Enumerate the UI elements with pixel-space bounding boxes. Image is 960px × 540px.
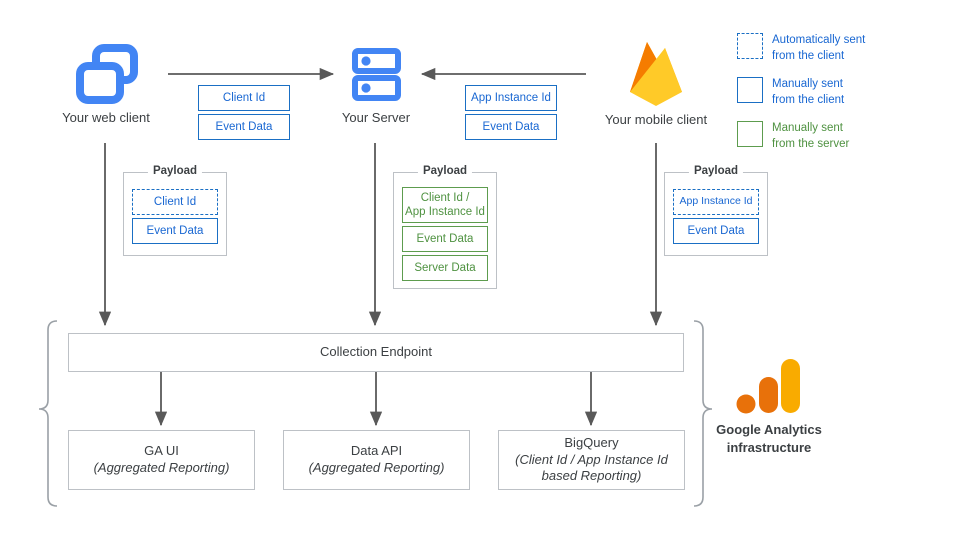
payload-web-client: Payload Client Id Event Data <box>123 165 227 256</box>
legend-swatch-solid-green <box>737 121 763 148</box>
browser-windows-icon <box>76 44 138 104</box>
legend-item-automatic-client: Automatically sent from the client <box>737 33 937 64</box>
legend-swatch-dashed-blue <box>737 33 763 59</box>
payload-item-client-or-app-instance-id: Client Id / App Instance Id <box>402 187 488 223</box>
collection-endpoint-box: Collection Endpoint <box>68 333 684 372</box>
legend-item-label: Automatically sent from the client <box>772 34 866 62</box>
output-subtitle: (Aggregated Reporting) <box>93 460 230 475</box>
legend-item-manual-client: Manually sent from the client <box>737 77 937 108</box>
collection-endpoint-label: Collection Endpoint <box>319 344 433 360</box>
legend: Automatically sent from the client Manua… <box>737 33 937 152</box>
mobile-to-server-tags: App Instance Id Event Data <box>465 85 557 140</box>
mobile-client-label: Your mobile client <box>604 112 708 127</box>
payload-item-event-data: Event Data <box>402 226 488 252</box>
output-box-ga-ui: GA UI (Aggregated Reporting) <box>68 430 255 490</box>
payload-item-app-instance-id: App Instance Id <box>673 189 759 215</box>
web-client-node: Your web client <box>60 38 152 125</box>
payload-title: Payload <box>147 165 203 177</box>
payload-item-server-data: Server Data <box>402 255 488 281</box>
output-subtitle: (Aggregated Reporting) <box>308 460 445 475</box>
google-analytics-logo-icon <box>736 359 800 414</box>
output-title: BigQuery <box>564 434 619 450</box>
infrastructure-brace-left <box>38 320 58 507</box>
server-racks-icon <box>352 48 401 101</box>
payload-title: Payload <box>688 165 744 177</box>
payload-item-client-id: Client Id <box>132 189 218 215</box>
output-subtitle: (Client Id / App Instance Id based Repor… <box>515 451 668 484</box>
output-box-bigquery: BigQuery (Client Id / App Instance Id ba… <box>498 430 685 490</box>
google-analytics-caption: Google Analytics infrastructure <box>716 422 822 455</box>
server-label: Your Server <box>341 110 411 125</box>
tag-event-data: Event Data <box>198 114 290 140</box>
payload-item-event-data: Event Data <box>673 218 759 244</box>
output-box-data-api: Data API (Aggregated Reporting) <box>283 430 470 490</box>
legend-item-label: Manually sent from the client <box>772 78 845 106</box>
infrastructure-brace-right <box>693 320 713 507</box>
payload-title: Payload <box>417 165 473 177</box>
web-client-label: Your web client <box>62 110 150 125</box>
tag-app-instance-id: App Instance Id <box>465 85 557 111</box>
mobile-client-node: Your mobile client <box>592 34 720 127</box>
output-title: GA UI <box>144 443 179 459</box>
payload-server: Payload Client Id / App Instance Id Even… <box>393 165 497 289</box>
tag-client-id: Client Id <box>198 85 290 111</box>
legend-item-label: Manually sent from the server <box>772 122 850 150</box>
payload-item-event-data: Event Data <box>132 218 218 244</box>
server-node: Your Server <box>330 38 422 125</box>
firebase-flame-icon <box>630 42 682 106</box>
tag-event-data: Event Data <box>465 114 557 140</box>
web-to-server-tags: Client Id Event Data <box>198 85 290 140</box>
legend-swatch-solid-blue <box>737 77 763 104</box>
payload-mobile-client: Payload App Instance Id Event Data <box>664 165 768 256</box>
output-title: Data API <box>350 443 403 459</box>
legend-item-manual-server: Manually sent from the server <box>737 121 937 152</box>
google-analytics-brand: Google Analytics infrastructure <box>710 355 828 456</box>
